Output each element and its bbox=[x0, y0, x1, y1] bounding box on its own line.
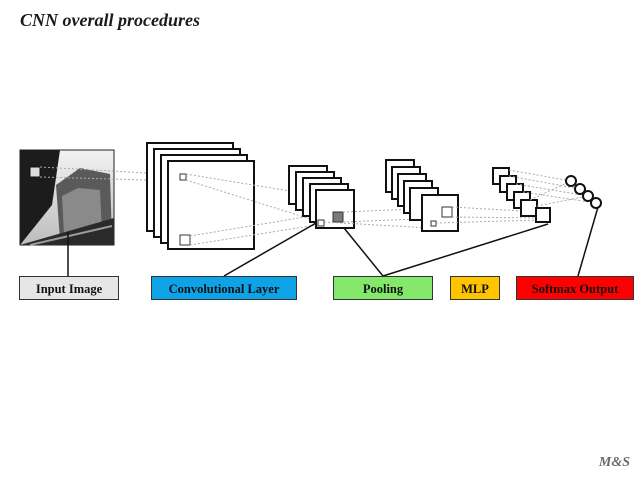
convolutional-layer-label: Convolutional Layer bbox=[151, 276, 297, 300]
pool2-mark-small bbox=[430, 220, 437, 227]
mlp-label: MLP bbox=[450, 276, 500, 300]
conv-kernel-mark bbox=[179, 173, 187, 181]
pool2-feature-maps bbox=[385, 159, 459, 232]
watermark: M&S bbox=[598, 455, 630, 470]
conv-kernel-mark-lower bbox=[179, 234, 191, 246]
pooling-label: Pooling bbox=[333, 276, 433, 300]
pool1-mark-small bbox=[317, 219, 325, 227]
pool2-mark bbox=[441, 206, 453, 218]
leader-lines bbox=[67, 206, 599, 277]
input-image bbox=[19, 149, 115, 246]
softmax-nodes bbox=[565, 175, 602, 209]
input-image-label: Input Image bbox=[19, 276, 119, 300]
page-title: CNN overall procedures bbox=[20, 10, 200, 30]
conv-feature-maps bbox=[146, 142, 255, 250]
mlp-softmax-connectors bbox=[508, 169, 597, 207]
pool1-mark bbox=[332, 211, 344, 223]
softmax-output-label: Softmax Output bbox=[516, 276, 634, 300]
pool1-feature-maps bbox=[288, 165, 355, 229]
mlp-feature-maps bbox=[492, 167, 551, 223]
